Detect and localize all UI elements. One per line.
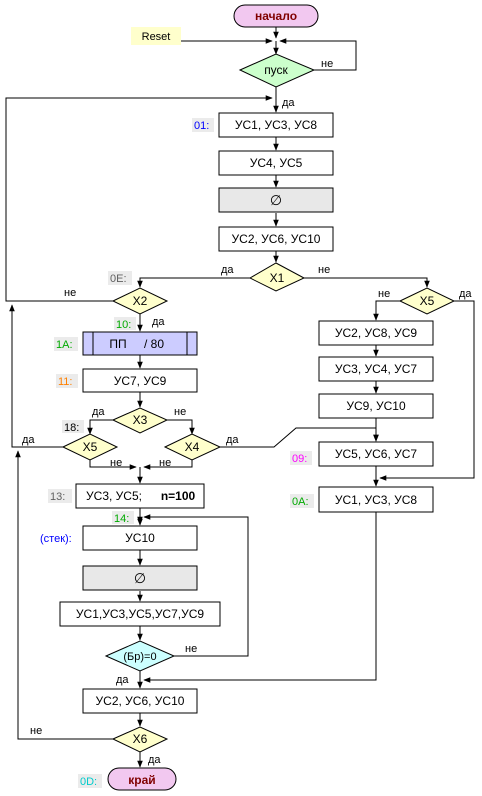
addr-01: 01: [194,120,209,132]
empty-set-icon: ∅ [134,570,146,586]
box-13-count: n=100 [161,489,196,503]
decision-x3-label: X3 [133,413,148,427]
label-no: не [159,457,171,469]
box-r3-label: УС9, УС10 [346,399,406,413]
decision-pusk: пуск [238,53,316,88]
box-04-label: УС2, УС6, УС10 [232,232,321,246]
box-r4-label: УС5, УС6, УС7 [335,447,418,461]
box-pp-count: / 80 [144,337,164,351]
box-13: УС3, УС5; n=100 [75,483,205,509]
label-yes: да [152,316,165,328]
decision-x5-right: X5 [398,287,456,315]
addr-1A: 1A: [56,339,73,351]
box-02: УС4, УС5 [218,150,334,176]
label-no: не [64,287,76,299]
box-us-multi-label: УС1,УС3,УС5,УС7,УС9 [76,607,204,621]
decision-x2: X2 [111,287,169,315]
decision-x4: X4 [163,433,222,461]
reset-label: Reset [142,31,171,43]
label-no: не [318,264,330,276]
box-r1: УС2, УС8, УС9 [318,320,434,346]
label-yes: да [226,434,239,446]
reset-label-box: Reset [131,27,181,45]
empty-set-icon: ∅ [270,192,282,208]
end-label: край [128,773,155,787]
decision-br: (Бр)=0 [104,640,176,672]
box-pp: ПП / 80 [82,331,198,356]
addr-09: 09: [292,453,307,465]
label-yes: да [282,97,295,109]
decision-x5-left: X5 [61,433,119,461]
decision-x4-label: X4 [185,440,200,454]
box-r2: УС3, УС4, УС7 [318,356,434,382]
decision-x1-label: X1 [270,271,285,285]
decision-x2-label: X2 [133,294,148,308]
addr-10: 10: [116,319,131,331]
box-r1-label: УС2, УС8, УС9 [335,326,418,340]
decision-x1: X1 [248,262,306,292]
box-us10-label: УС10 [125,531,155,545]
label-no: не [174,406,186,418]
addr-14: 14: [114,513,129,525]
label-no: не [378,288,390,300]
address-labels: 01: 0E: 10: 1A: 11: 18: 13: 14: (стек): … [40,118,314,788]
label-no: не [321,58,333,70]
addr-11: 11: [58,376,72,388]
addr-0E: 0E: [110,273,127,285]
label-yes: да [22,434,35,446]
box-r4: УС5, УС6, УС7 [318,441,434,467]
addr-13: 13: [50,491,65,503]
branch-labels: не да да не не да не да да не да да не н… [22,58,472,766]
box-us7us9-label: УС7, УС9 [114,374,167,388]
addr-0A: 0A: [292,496,309,508]
label-yes: да [221,264,234,276]
box-r5-label: УС1, УС3, УС8 [335,493,418,507]
box-r5: УС1, УС3, УС8 [318,486,434,513]
end-terminal: край [107,767,177,791]
box-01-label: УС1, УС3, УС8 [235,118,318,132]
label-no: не [185,643,197,655]
box-04: УС2, УС6, УС10 [218,226,334,252]
decision-pusk-label: пуск [264,63,288,77]
addr-0D: 0D: [80,776,97,788]
box-us7us9: УС7, УС9 [82,368,198,393]
box-pp-label: ПП [109,337,126,351]
box-us-multi: УС1,УС3,УС5,УС7,УС9 [59,601,221,627]
label-no: не [110,457,122,469]
box-r2-label: УС3, УС4, УС7 [335,362,418,376]
label-no: не [30,725,42,737]
label-yes: да [459,288,472,300]
connectors [5,27,475,768]
box-us10: УС10 [82,525,198,551]
label-yes: да [92,406,105,418]
start-terminal: начало [233,4,319,28]
decision-x6: X6 [111,726,169,753]
box-empty-top: ∅ [218,187,334,213]
box-13-label: УС3, УС5; [86,489,142,503]
decision-x5-right-label: X5 [420,294,435,308]
box-r3: УС9, УС10 [318,393,434,419]
box-02-label: УС4, УС5 [250,156,303,170]
box-bottom: УС2, УС6, УС10 [82,688,198,714]
box-bottom-label: УС2, УС6, УС10 [96,694,185,708]
decision-x5-left-label: X5 [83,440,98,454]
addr-stack: (стек): [40,533,72,545]
label-yes: да [116,674,129,686]
decision-br-label: (Бр)=0 [123,651,156,663]
box-empty-bottom: ∅ [82,565,198,591]
decision-x6-label: X6 [133,732,148,746]
addr-18: 18: [64,422,79,434]
label-yes: да [148,754,161,766]
decision-x3: X3 [111,407,169,434]
box-01: УС1, УС3, УС8 [218,112,334,138]
start-label: начало [255,9,297,23]
